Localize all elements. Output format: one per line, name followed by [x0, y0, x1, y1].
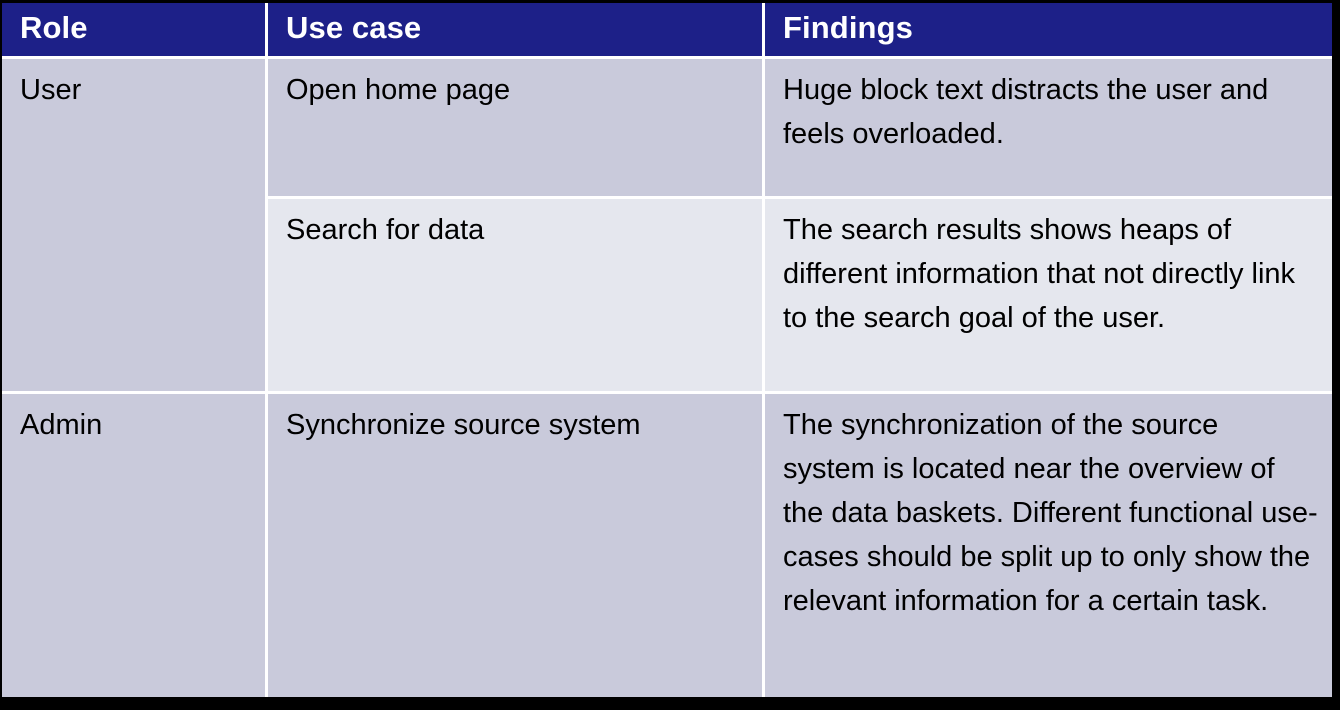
header-row: Role Use case Findings [2, 3, 1332, 59]
cell-role-user: User [2, 59, 268, 394]
column-header-findings: Findings [765, 3, 1332, 59]
table-body: User Open home page Huge block text dist… [2, 59, 1332, 697]
findings-table: Role Use case Findings User Open home pa… [2, 3, 1332, 697]
table-row: Admin Synchronize source system The sync… [2, 393, 1332, 697]
table-row: Search for data The search results shows… [2, 198, 1332, 394]
column-header-role: Role [2, 3, 268, 59]
cell-use-case-search-for-data: Search for data [268, 198, 765, 394]
cell-use-case-synchronize-source-system: Synchronize source system [268, 393, 765, 697]
cell-findings-synchronize-source-system: The synchronization of the source system… [765, 393, 1332, 697]
findings-table-container: Role Use case Findings User Open home pa… [2, 3, 1332, 697]
table-header: Role Use case Findings [2, 3, 1332, 59]
cell-use-case-open-home-page: Open home page [268, 59, 765, 199]
column-header-use-case: Use case [268, 3, 765, 59]
cell-findings-search-for-data: The search results shows heaps of differ… [765, 198, 1332, 394]
table-row: User Open home page Huge block text dist… [2, 59, 1332, 394]
cell-findings-open-home-page: Huge block text distracts the user and f… [765, 59, 1332, 199]
cell-role-admin: Admin [2, 393, 268, 697]
